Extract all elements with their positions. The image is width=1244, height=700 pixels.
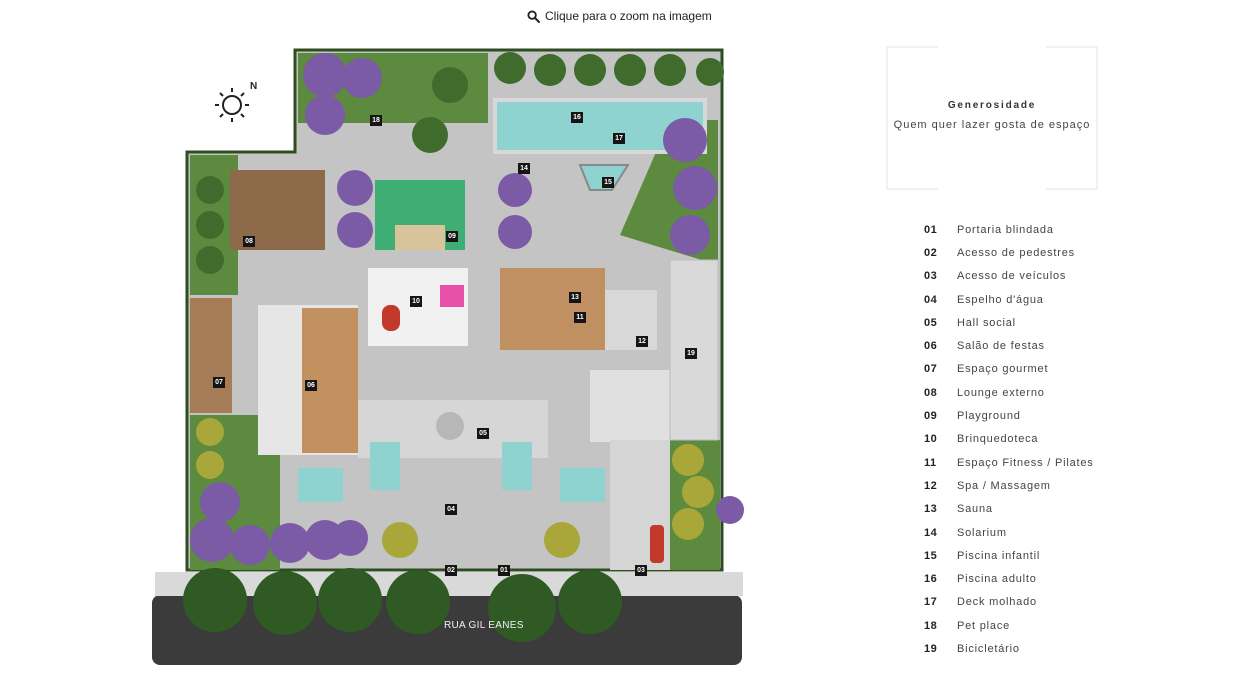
info-title: Generosidade — [947, 100, 1037, 111]
fitness-area — [500, 268, 605, 350]
legend-item: 10 Brinquedoteca — [924, 428, 1094, 451]
legend-label: Sauna — [957, 503, 993, 516]
area-tag-03: 03 — [635, 565, 647, 576]
legend-label: Piscina infantil — [957, 549, 1041, 562]
area-tag-05: 05 — [477, 428, 489, 439]
legend-number: 15 — [924, 549, 938, 562]
legend-label: Portaria blindada — [957, 223, 1054, 236]
site-plan-image[interactable]: N 01 02 03 04 05 06 07 08 09 10 11 12 13… — [150, 40, 750, 670]
area-tag-13: 13 — [569, 292, 581, 303]
info-subtitle: Quem quer lazer gosta de espaço — [893, 119, 1091, 131]
area-tag-04: 04 — [445, 504, 457, 515]
legend-item: 03 Acesso de veículos — [924, 265, 1094, 288]
area-tag-09: 09 — [446, 231, 458, 242]
legend-label: Solarium — [957, 526, 1007, 539]
legend-item: 15 Piscina infantil — [924, 544, 1094, 567]
area-tag-17: 17 — [613, 133, 625, 144]
legend-label: Pet place — [957, 619, 1011, 632]
legend-label: Espelho d'água — [957, 293, 1044, 306]
legend-number: 05 — [924, 316, 938, 329]
legend-number: 02 — [924, 246, 938, 259]
legend-number: 08 — [924, 386, 938, 399]
legend-number: 13 — [924, 503, 938, 516]
legend-label: Lounge externo — [957, 386, 1045, 399]
legend-item: 11 Espaço Fitness / Pilates — [924, 451, 1094, 474]
legend-item: 01 Portaria blindada — [924, 218, 1094, 241]
search-icon — [527, 9, 540, 23]
legend-number: 06 — [924, 340, 938, 353]
legend-item: 04 Espelho d'água — [924, 288, 1094, 311]
legend-number: 01 — [924, 223, 938, 236]
legend-number: 14 — [924, 526, 938, 539]
compass-icon — [215, 88, 249, 122]
legend-item: 02 Acesso de pedestres — [924, 241, 1094, 264]
bracket-left — [886, 46, 938, 190]
legend-item: 19 Bicicletário — [924, 637, 1094, 660]
legend-item: 18 Pet place — [924, 614, 1094, 637]
legend-item: 07 Espaço gourmet — [924, 358, 1094, 381]
street-name: RUA GIL EANES — [444, 620, 524, 631]
legend-item: 16 Piscina adulto — [924, 567, 1094, 590]
legend-label: Playground — [957, 410, 1021, 423]
area-tag-16: 16 — [571, 112, 583, 123]
legend-label: Acesso de veículos — [957, 270, 1067, 283]
area-tag-07: 07 — [213, 377, 225, 388]
legend-item: 12 Spa / Massagem — [924, 474, 1094, 497]
area-tag-06: 06 — [305, 380, 317, 391]
area-tag-19: 19 — [685, 348, 697, 359]
area-tag-02: 02 — [445, 565, 457, 576]
zoom-hint[interactable]: Clique para o zoom na imagem — [527, 7, 712, 25]
legend-label: Acesso de pedestres — [957, 246, 1075, 259]
legend-label: Hall social — [957, 316, 1016, 329]
legend-number: 12 — [924, 479, 938, 492]
car — [650, 525, 664, 563]
area-tag-10: 10 — [410, 296, 422, 307]
legend-item: 14 Solarium — [924, 521, 1094, 544]
area-tag-01: 01 — [498, 565, 510, 576]
legend-label: Espaço gourmet — [957, 363, 1049, 376]
legend-label: Piscina adulto — [957, 573, 1037, 586]
legend-number: 07 — [924, 363, 938, 376]
legend-number: 10 — [924, 433, 938, 446]
area-tag-14: 14 — [518, 163, 530, 174]
legend-list: 01 Portaria blindada 02 Acesso de pedestre… — [924, 218, 1094, 661]
area-tag-15: 15 — [602, 177, 614, 188]
bracket-right — [1046, 46, 1098, 190]
compass-letter: N — [250, 81, 257, 92]
area-tag-12: 12 — [636, 336, 648, 347]
legend-label: Deck molhado — [957, 596, 1037, 609]
legend-item: 05 Hall social — [924, 311, 1094, 334]
area-tag-08: 08 — [243, 236, 255, 247]
legend-label: Spa / Massagem — [957, 479, 1051, 492]
legend-number: 09 — [924, 410, 938, 423]
info-box: Generosidade Quem quer lazer gosta de es… — [886, 46, 1098, 190]
legend-label: Bicicletário — [957, 642, 1020, 655]
zoom-hint-label: Clique para o zoom na imagem — [545, 9, 712, 23]
legend-item: 17 Deck molhado — [924, 591, 1094, 614]
legend-label: Espaço Fitness / Pilates — [957, 456, 1094, 469]
legend-item: 13 Sauna — [924, 498, 1094, 521]
legend-number: 19 — [924, 642, 938, 655]
legend-label: Brinquedoteca — [957, 433, 1039, 446]
legend-number: 17 — [924, 596, 938, 609]
legend-number: 11 — [924, 456, 937, 469]
legend-number: 04 — [924, 293, 938, 306]
espaco-gourmet-area — [190, 298, 232, 413]
legend-number: 16 — [924, 573, 938, 586]
area-tag-18: 18 — [370, 115, 382, 126]
area-tag-11: 11 — [574, 312, 586, 323]
sidewalk — [155, 572, 743, 596]
legend-number: 18 — [924, 619, 938, 632]
legend-item: 08 Lounge externo — [924, 381, 1094, 404]
legend-label: Salão de festas — [957, 340, 1045, 353]
legend-item: 09 Playground — [924, 404, 1094, 427]
legend-item: 06 Salão de festas — [924, 334, 1094, 357]
legend-number: 03 — [924, 270, 938, 283]
